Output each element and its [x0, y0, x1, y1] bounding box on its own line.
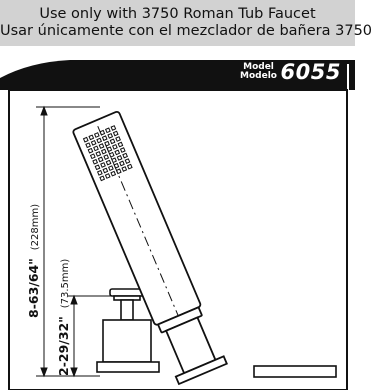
- nozzle-mark: [99, 129, 106, 136]
- drawing-frame: [8, 89, 348, 390]
- spray-face-nozzles: [82, 125, 133, 182]
- nozzle-mark: [114, 149, 121, 156]
- model-label: Model Modelo: [240, 63, 277, 81]
- model-label-es: Modelo: [240, 71, 277, 81]
- total-height-dimension: [36, 105, 100, 378]
- wand-base-plate: [253, 365, 337, 378]
- base-height-value: 2-29/32": [56, 316, 71, 376]
- nozzle-mark: [116, 155, 123, 161]
- nozzle-mark: [95, 151, 102, 157]
- nozzle-mark: [124, 158, 131, 164]
- total-height-value: 8-63/64": [26, 258, 41, 318]
- model-number: 6055: [280, 60, 341, 84]
- nozzle-mark: [85, 142, 92, 149]
- nozzle-mark: [119, 160, 125, 167]
- nozzle-mark: [115, 136, 121, 142]
- compatibility-note-es: Usar únicamente con el mezclador de bañe…: [0, 23, 372, 39]
- total-height-mm: (228mm): [30, 204, 41, 250]
- nozzle-mark: [103, 154, 110, 160]
- compatibility-note-en: Use only with 3750 Roman Tub Faucet: [39, 6, 316, 22]
- nozzle-mark: [100, 148, 107, 155]
- nozzle-mark: [97, 156, 104, 163]
- nozzle-mark: [102, 167, 109, 174]
- nozzle-mark: [112, 143, 118, 150]
- nozzle-mark: [119, 147, 126, 153]
- nozzle-mark: [115, 168, 122, 175]
- nozzle-mark: [96, 169, 103, 176]
- nozzle-mark: [104, 140, 110, 147]
- nozzle-mark: [106, 146, 113, 153]
- nozzle-mark: [108, 151, 115, 158]
- nozzle-mark: [111, 157, 117, 164]
- nozzle-mark: [96, 137, 103, 144]
- technical-drawing: 8-63/64" (228mm) 2-29/32" (73.5mm): [8, 89, 348, 390]
- nozzle-mark: [93, 132, 100, 138]
- nozzle-mark: [104, 173, 111, 179]
- base-height-mm: (73.5mm): [60, 259, 71, 309]
- nozzle-mark: [126, 163, 133, 170]
- nozzle-mark: [121, 166, 128, 172]
- nozzle-mark: [104, 127, 111, 134]
- nozzle-mark: [89, 153, 96, 160]
- nozzle-mark: [98, 143, 105, 149]
- nozzle-mark: [122, 152, 128, 159]
- nozzle-mark: [82, 136, 89, 143]
- model-header-bar: [0, 60, 355, 90]
- compatibility-banner: Use only with 3750 Roman Tub Faucet Usar…: [0, 0, 372, 46]
- nozzle-mark: [88, 134, 95, 141]
- nozzle-mark: [109, 138, 116, 145]
- nozzle-mark: [110, 170, 117, 177]
- nozzle-mark: [100, 162, 106, 168]
- nozzle-mark: [108, 165, 114, 172]
- nozzle-mark: [87, 147, 94, 154]
- nozzle-mark: [94, 164, 101, 171]
- nozzle-mark: [101, 135, 108, 142]
- nozzle-mark: [90, 139, 97, 146]
- nozzle-mark: [112, 130, 119, 137]
- nozzle-mark: [92, 158, 99, 165]
- base-height-label: 2-29/32" (73.5mm): [56, 259, 71, 376]
- nozzle-mark: [113, 162, 120, 169]
- nozzle-mark: [110, 125, 117, 131]
- nozzle-mark: [117, 141, 124, 148]
- model-label-en: Model: [243, 62, 274, 72]
- nozzle-mark: [105, 159, 112, 166]
- nozzle-mark: [99, 175, 106, 182]
- hand-shower-holder: [96, 288, 160, 373]
- total-height-label: 8-63/64" (228mm): [26, 204, 41, 318]
- nozzle-mark: [107, 132, 114, 139]
- nozzle-mark: [93, 145, 99, 152]
